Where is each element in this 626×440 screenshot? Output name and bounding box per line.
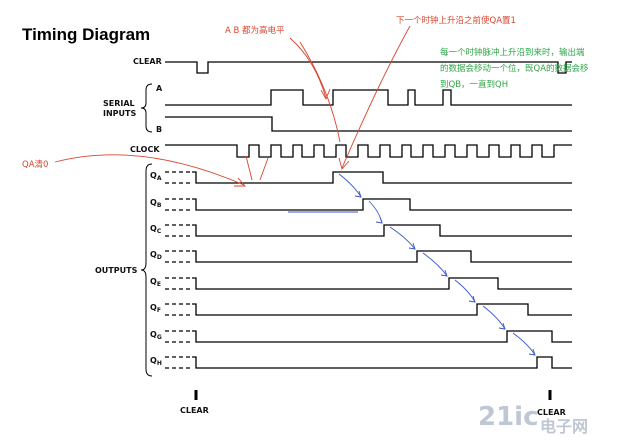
annotation-ab-high: A B 都为高电平 — [225, 25, 285, 36]
output-b-label: QB — [150, 198, 162, 209]
annotation-shift-line3: 到QB，一直到QH — [440, 79, 508, 90]
shift-arrow-head-g — [528, 348, 536, 356]
output-unknown-c — [165, 224, 192, 237]
input-a-waveform — [165, 89, 572, 106]
output-e-label: QE — [150, 277, 161, 288]
input-b-label: B — [156, 125, 162, 134]
arrow-qa-clear — [54, 154, 245, 186]
shift-arrow-e — [454, 279, 476, 303]
clear-bottom-right-label: CLEAR — [537, 408, 566, 417]
output-unknown-f — [165, 303, 192, 316]
clock-label: CLOCK — [130, 145, 160, 154]
shift-arrow-head-f — [498, 322, 506, 330]
outputs-label: OUTPUTS — [95, 266, 138, 275]
output-unknown-h — [165, 356, 192, 369]
output-unknown-d — [165, 250, 192, 263]
shift-arrow-f — [482, 305, 506, 330]
output-h-label: QH — [150, 356, 162, 367]
outputs-brace — [140, 163, 153, 377]
input-a-label: A — [156, 84, 163, 93]
arrow-ab-to-a-head — [320, 88, 331, 101]
arrow-clock-mark-1 — [245, 155, 253, 181]
output-unknown-e — [165, 277, 192, 290]
shift-arrow-head-c — [408, 242, 416, 250]
annotation-shift-line2: 的数据会移动一个位，既QA的数据会移 — [440, 63, 589, 74]
watermark-cn: 电子网 — [540, 417, 588, 436]
clear-bottom-left-label: CLEAR — [180, 406, 209, 415]
arrow-ab-to-a — [289, 37, 327, 99]
output-g-waveform — [192, 330, 572, 343]
output-d-waveform — [192, 250, 572, 263]
clear-label: CLEAR — [133, 57, 162, 66]
input-b-waveform — [165, 116, 572, 132]
annotation-qa-clear: QA清0 — [22, 159, 48, 170]
annotation-shift-line1: 每一个时钟脉冲上升沿到来时，输出端 — [440, 47, 585, 58]
shift-arrows — [288, 173, 536, 356]
shift-arrow-d — [422, 252, 448, 277]
clear-waveform — [165, 61, 572, 74]
shift-arrow-head-a — [354, 190, 362, 198]
shift-arrow-head-e — [468, 295, 476, 303]
shift-arrow-a — [338, 173, 362, 198]
output-c-waveform — [192, 224, 572, 237]
output-b-waveform — [192, 198, 572, 211]
output-labels: QA QB QC QD QE QF QG QH — [150, 171, 162, 367]
output-e-waveform — [192, 277, 572, 290]
output-a-label: QA — [150, 171, 162, 182]
output-a-waveform — [192, 171, 572, 184]
shift-arrow-c — [389, 226, 416, 250]
output-unknown-b — [165, 198, 192, 211]
output-h-waveform — [192, 356, 572, 369]
output-d-label: QD — [150, 250, 162, 261]
arrow-next-clock-down — [341, 25, 411, 169]
output-f-waveform — [192, 303, 572, 316]
output-c-label: QC — [150, 224, 162, 235]
shift-arrow-g — [512, 332, 536, 356]
serial-inputs-label-line1: SERIAL — [103, 99, 135, 108]
shift-arrow-head-d — [440, 269, 448, 277]
arrow-next-clock-head — [338, 157, 350, 170]
waveforms — [165, 61, 572, 369]
shift-arrow-b — [368, 200, 383, 224]
diagram-title: Timing Diagram — [22, 25, 150, 44]
serial-inputs-brace — [140, 83, 153, 133]
serial-inputs-label-line2: INPUTS — [103, 109, 136, 118]
arrow-qa-clear-head — [234, 177, 246, 187]
annotation-next-clock: 下一个时钟上升沿之前使QA置1 — [396, 15, 516, 26]
output-unknown-a — [165, 171, 192, 184]
output-unknown-g — [165, 330, 192, 343]
watermark-brand: 21ic — [478, 402, 539, 432]
arrow-ab-to-b — [299, 41, 341, 143]
arrow-clock-mark-2 — [259, 157, 269, 181]
clock-waveform — [165, 144, 572, 158]
output-g-label: QG — [150, 330, 162, 341]
output-f-label: QF — [150, 303, 161, 314]
shift-arrow-head-b — [375, 216, 383, 224]
